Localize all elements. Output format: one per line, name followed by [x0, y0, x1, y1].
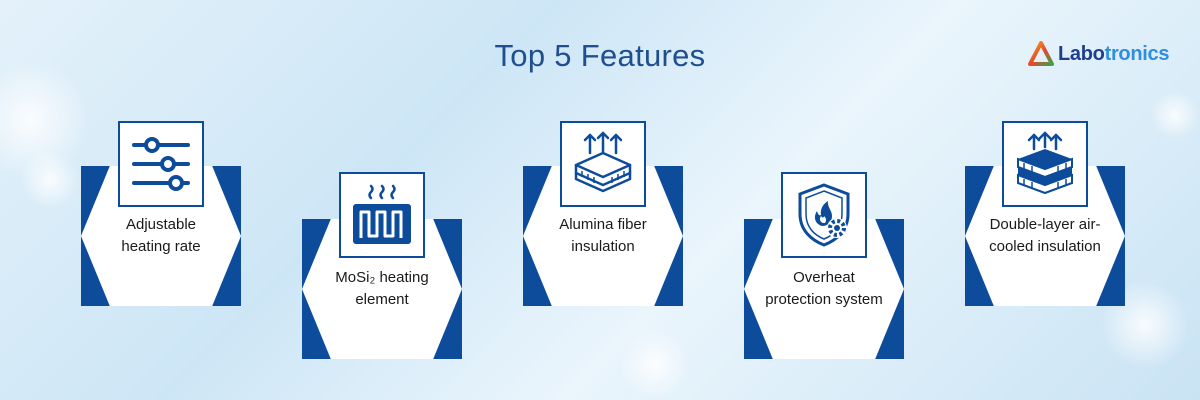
heating-element-icon — [353, 184, 411, 244]
sliders-icon — [132, 137, 190, 191]
brand-name-part2: tronics — [1104, 42, 1170, 65]
fire-shield-icon — [798, 183, 850, 247]
insulation-layer-icon — [574, 131, 632, 193]
feature-icon-box — [560, 121, 646, 207]
page-title: Top 5 Features — [494, 38, 706, 73]
feature-label: Adjustable heating rate — [121, 216, 201, 255]
double-layer-insulation-icon — [1017, 131, 1073, 195]
brand-name: Labotronics — [1058, 43, 1169, 66]
feature-label: Alumina fiber insulation — [559, 216, 647, 255]
brand-name-part1: Labo — [1058, 42, 1105, 65]
feature-icon-box — [118, 121, 204, 207]
feature-icon-box — [339, 172, 425, 258]
feature-label: Double-layer air-cooled insulation — [989, 216, 1101, 255]
brand-logo: Labotronics — [1028, 40, 1169, 68]
bokeh-decoration — [20, 150, 80, 210]
bokeh-decoration — [620, 330, 690, 400]
bokeh-decoration — [1150, 90, 1200, 140]
feature-card-mosi2-heating-element: MoSi₂ heating element — [302, 219, 462, 359]
triangle-logo-icon — [1028, 41, 1054, 66]
feature-icon-box — [781, 172, 867, 258]
feature-icon-box — [1002, 121, 1088, 207]
feature-label: MoSi₂ heating element — [335, 269, 429, 308]
feature-label: Overheat protection system — [765, 269, 883, 308]
